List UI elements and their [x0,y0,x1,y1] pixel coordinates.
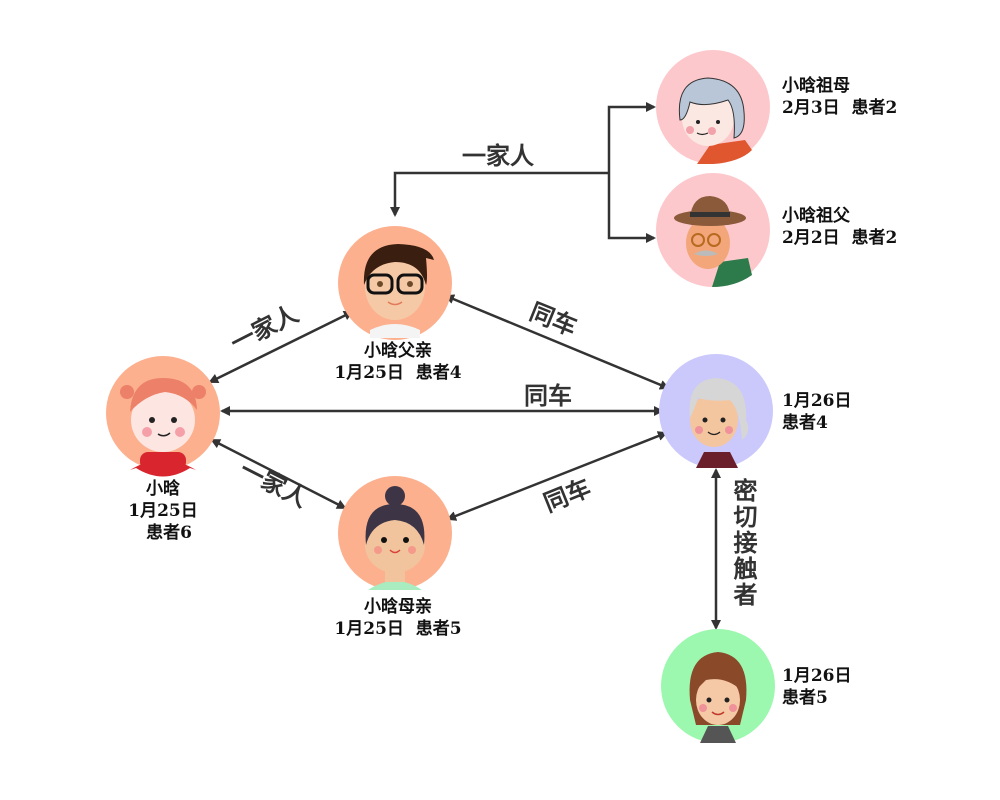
kid-date: 1月25日 [128,501,198,521]
grandpa-name: 小晗祖父 [782,206,850,226]
label-family-top: 一家人 [462,142,534,170]
kid-label: 小晗 1月25日 患者6 [128,478,198,544]
node-p4 [659,354,773,468]
node-grandpa [656,173,770,287]
p4-patient: 患者4 [782,413,828,433]
mother-info: 1月25日 患者5 [334,619,462,639]
kid-patient: 患者6 [146,523,192,543]
grandpa-label: 小晗祖父 2月2日 患者2 [782,205,897,249]
father-info: 1月25日 患者4 [334,363,462,383]
father-name: 小晗父亲 [364,341,432,361]
p5-patient: 患者5 [782,688,828,708]
label-kid-p4: 同车 [524,382,572,410]
node-father [338,226,452,340]
label-kid-mother: 一家人 [235,455,312,513]
node-p5 [661,629,775,743]
node-grandma [656,50,770,164]
grandma-info: 2月3日 患者2 [782,98,898,118]
grandma-label: 小晗祖母 2月3日 患者2 [782,75,897,119]
edge-kid-father [208,310,354,384]
p5-date: 1月26日 [782,666,852,686]
edge-to-grandma [607,102,656,173]
edge-father-p4 [444,294,670,390]
node-kid [106,356,220,477]
edge-mother-p4 [446,431,668,521]
label-p4-p5: 密切接触者 [729,477,757,608]
edge-family-tree [390,171,609,217]
mother-name: 小晗母亲 [364,597,432,617]
grandma-name: 小晗祖母 [782,76,850,96]
kid-name: 小晗 [146,479,180,499]
father-label: 小晗父亲 1月25日 患者4 [334,340,461,384]
label-father-p4: 同车 [526,298,581,342]
edge-kid-mother [210,438,347,510]
grandpa-info: 2月2日 患者2 [782,228,898,248]
mother-label: 小晗母亲 1月25日 患者5 [334,596,461,640]
p4-label: 1月26日 患者4 [782,390,852,434]
edge-to-grandpa [607,173,656,243]
label-kid-father: 一家人 [226,300,303,358]
node-mother [338,476,452,590]
p5-label: 1月26日 患者5 [782,665,852,709]
p4-date: 1月26日 [782,391,852,411]
